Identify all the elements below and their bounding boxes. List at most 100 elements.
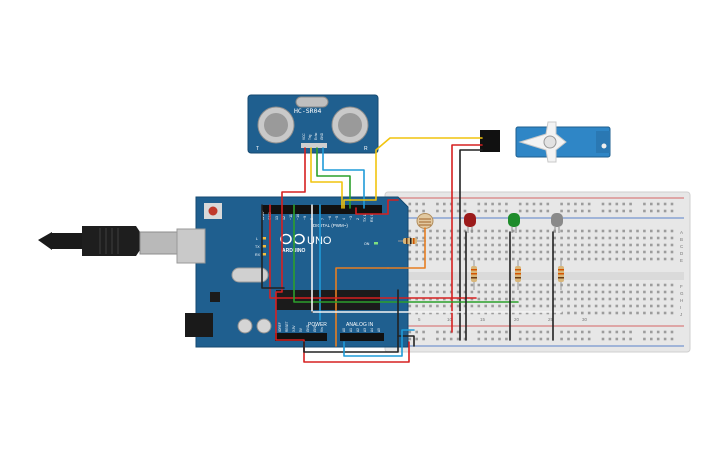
resistor-led-green[interactable] [515,260,521,290]
wire-gnd-bottom[interactable] [303,335,415,353]
power-header[interactable] [275,333,327,341]
breadboard-hole [560,290,563,294]
wire-sensor-echo[interactable] [316,147,351,209]
breadboard-hole [560,283,563,287]
servo-connector[interactable] [480,130,500,152]
wire-ldr-analog[interactable] [335,267,389,347]
breadboard-hole [436,290,439,294]
pin-label: ~5 [335,216,339,220]
column-number: 30 [582,317,588,322]
breadboard-hole [670,337,674,341]
sensor-pin-header[interactable] [301,143,327,148]
resistor-ldr[interactable] [398,238,426,244]
breadboard-hole [546,283,550,287]
analog-header[interactable] [340,333,384,341]
led-green[interactable] [508,213,520,233]
resistor-led-gray[interactable] [558,260,564,290]
usb-port[interactable] [176,228,206,264]
breadboard-hole [594,311,598,315]
breadboard-hole [443,257,446,261]
breadboard-hole [456,330,460,334]
pin-label: 13 [275,216,279,220]
digital-header[interactable] [262,205,382,214]
wire-ldr-signal[interactable] [387,227,426,269]
breadboard-hole [539,257,543,261]
resistor-band [406,238,408,244]
breadboard-hole [567,243,570,247]
pin-label: TX 1 [363,214,367,222]
ultrasonic-sensor[interactable]: HC-SR04 T R VCC Trig Echo GND [247,94,379,154]
pin-label: 2 [356,218,360,220]
breadboard-hole [629,257,632,261]
wire-led-green[interactable] [293,204,519,303]
breadboard-hole [532,290,536,294]
wire-servo-ground[interactable] [459,149,483,341]
breadboard-hole [429,311,432,315]
breadboard-hole [587,337,591,341]
breadboard-hole [505,337,508,341]
breadboard-hole [456,236,460,240]
breadboard-hole [587,202,591,206]
led-red[interactable] [464,213,476,233]
breadboard-hole [663,311,667,315]
resistor-led-red[interactable] [471,260,477,290]
breadboard-hole [546,243,550,247]
breadboard-hole [567,250,570,254]
breadboard-hole [532,304,536,308]
breadboard-hole [463,304,467,308]
breadboard-hole [408,257,412,261]
breadboard-hole [484,297,487,301]
cable-strain-tip [38,232,52,250]
wire-sensor-trig[interactable] [310,147,343,209]
breadboard-hole [622,290,625,294]
breadboard-hole [498,290,501,294]
led-tx-label: TX [255,245,260,249]
led-gray[interactable] [551,213,563,233]
breadboard-hole [498,337,501,341]
pin-label: Trig [308,134,312,140]
breadboard-hole [470,283,474,287]
breadboard-hole [601,243,605,247]
row-letter: B [680,237,683,242]
usb-plug-body [82,226,140,256]
breadboard-hole [505,243,508,247]
wire-led-red[interactable] [269,204,477,299]
breadboard-hole [553,311,556,315]
breadboard-hole [601,257,605,261]
photoresistor[interactable] [416,213,434,229]
pin-label: 7 [321,218,325,220]
breadboard-hole [574,283,577,287]
breadboard-hole [422,330,425,334]
breadboard-hole [553,250,556,254]
breadboard-hole [477,330,481,334]
pin-label: RESET [285,321,289,332]
breadboard-hole [650,243,653,247]
breadboard-hole [608,209,612,213]
breadboard-hole [463,283,467,287]
wire-analog-blue[interactable] [343,329,415,357]
breadboard-hole [601,337,605,341]
breadboard-hole [429,243,432,247]
wire-sensor-vcc[interactable] [275,147,410,363]
breadboard-hole [553,257,556,261]
breadboard-hole [498,209,501,213]
breadboard-hole [629,311,632,315]
breadboard-hole [477,229,481,233]
breadboard-hole [567,297,570,301]
dc-barrel-jack[interactable] [185,313,213,337]
wire-gnd-short[interactable] [261,204,285,289]
wire-5v-rail[interactable] [355,199,399,215]
breadboard-hole [491,209,494,213]
breadboard-hole [415,202,418,206]
breadboard-hole [663,209,667,213]
usb-cable[interactable] [38,226,179,256]
servo-horn[interactable] [518,121,567,163]
wire-servo-power[interactable] [451,144,483,333]
servo-motor[interactable] [480,121,611,163]
reset-button[interactable] [208,206,218,216]
arduino-uno[interactable]: AREF GND 13 12 ~11 ~10 ~9 8 7 ~6 ~5 4 ~3… [176,196,409,348]
wire-servo-signal[interactable] [343,137,483,209]
breadboard-hole [670,283,674,287]
breadboard-hole [505,236,508,240]
wire-sensor-gnd-blue[interactable] [322,147,365,209]
